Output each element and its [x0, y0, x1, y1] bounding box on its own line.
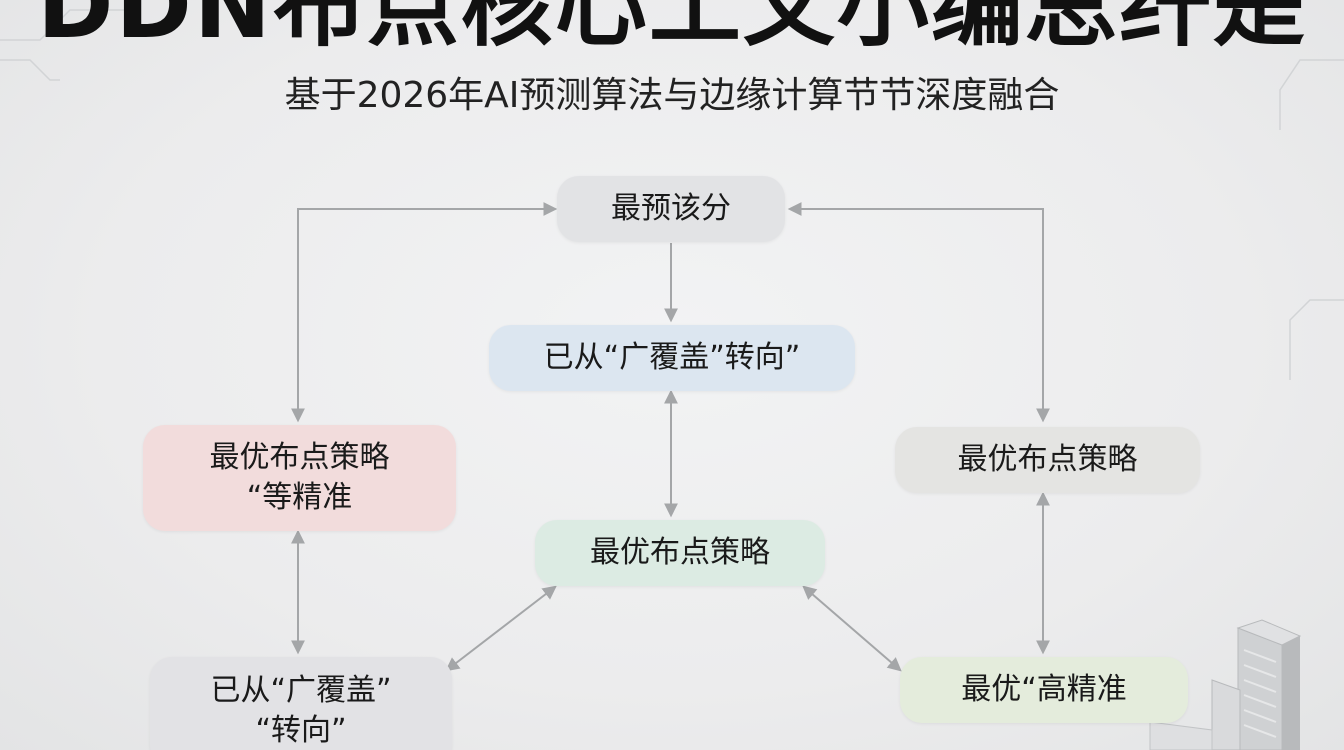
arrow-center-lower-to-bottom-left	[445, 585, 557, 672]
node-left: 最优布点策略 “等精准	[143, 425, 456, 531]
node-top-label: 最预该分	[611, 191, 731, 226]
arrow-top-to-right	[787, 202, 1050, 423]
node-left-line2: “等精准	[246, 480, 353, 515]
node-right: 最优布点策略	[895, 427, 1200, 493]
node-center-lower: 最优布点策略	[535, 520, 825, 586]
arrow-center-lower-to-bottom-right	[802, 585, 902, 672]
node-bottom-right: 最优“高精准	[900, 657, 1188, 723]
node-right-label: 最优布点策略	[957, 442, 1138, 477]
node-center-upper: 已从“广覆盖”转向”	[489, 325, 855, 391]
page-title: DDN布点核心工文小编总纤是	[37, 0, 1307, 59]
node-bottom-left-line2: “转向”	[255, 713, 347, 748]
node-top: 最预该分	[557, 176, 785, 242]
page-subtitle: 基于2026年AI预测算法与边缘计算节节深度融合	[284, 75, 1060, 116]
node-center-lower-label: 最优布点策略	[590, 535, 770, 570]
node-center-upper-label: 已从“广覆盖”转向”	[543, 340, 801, 375]
node-bottom-left: 已从“广覆盖” “转向”	[150, 657, 452, 750]
arrow-top-to-left	[291, 202, 558, 423]
node-bottom-right-label: 最优“高精准	[961, 672, 1127, 707]
node-left-line1: 最优布点策略	[209, 440, 390, 475]
node-bottom-left-line1: 已从“广覆盖”	[210, 673, 392, 708]
